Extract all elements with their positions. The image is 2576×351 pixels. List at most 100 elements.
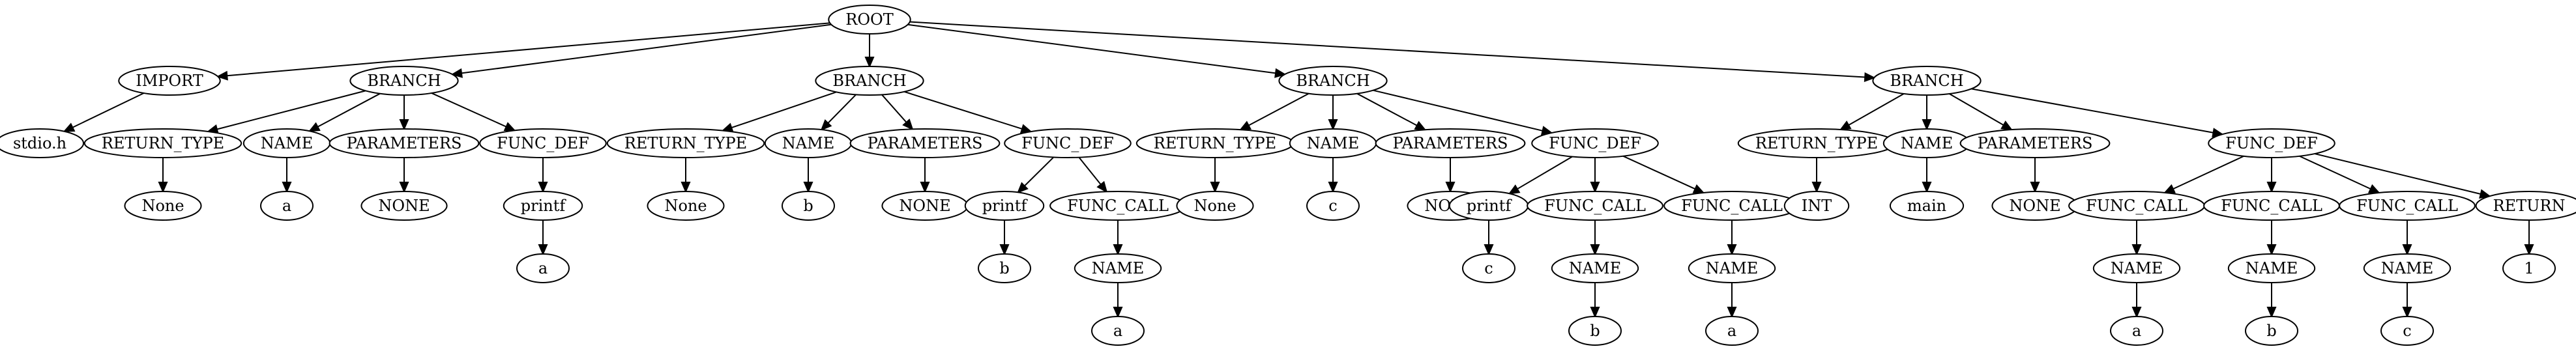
edge-line (2173, 155, 2244, 190)
tree-node-name: NAME (764, 128, 853, 158)
tree-node-a: a (260, 191, 314, 221)
node-label: NAME (1901, 134, 1953, 152)
node-ellipse (1091, 316, 1145, 346)
tree-edge-arrow (216, 22, 830, 81)
arrowhead-icon (538, 182, 548, 193)
node-ellipse (1568, 316, 1622, 346)
tree-edge-arrow (681, 158, 691, 193)
tree-edge-arrow (1445, 158, 1456, 193)
tree-edge-arrow (158, 158, 168, 193)
node-ellipse (360, 191, 448, 221)
node-ellipse (2363, 253, 2452, 283)
tree-node-none: None (124, 191, 202, 221)
tree-node-func-def: FUNC_DEF (1004, 128, 1132, 158)
tree-edge-arrow (1590, 158, 1600, 193)
node-label: FUNC_DEF (1021, 134, 1114, 152)
tree-edge-arrow (907, 23, 1287, 78)
arrowhead-icon (399, 182, 409, 193)
tree-node-branch: BRANCH (1278, 66, 1388, 96)
node-ellipse (479, 128, 607, 158)
edge-line (461, 23, 832, 74)
tree-node-printf: printf (503, 191, 583, 221)
tree-edge-arrow (282, 158, 292, 193)
arrowhead-icon (450, 68, 463, 78)
tree-edge-arrow (2163, 155, 2244, 194)
node-ellipse (964, 191, 1045, 221)
tree-node-func-call: FUNC_CALL (2068, 191, 2205, 221)
node-label: a (1727, 322, 1736, 340)
tree-node-branch: BRANCH (815, 66, 924, 96)
edge-line (216, 90, 366, 130)
node-label: INT (1802, 197, 1832, 215)
tree-edge-arrow (903, 91, 1032, 133)
node-label: None (664, 197, 707, 215)
node-ellipse (1527, 191, 1663, 221)
edge-line (1622, 155, 1696, 190)
node-ellipse (503, 191, 583, 221)
tree-node-stdio-h: stdio.h (0, 128, 85, 158)
node-label: FUNC_CALL (2086, 197, 2188, 215)
arrowhead-icon (2163, 184, 2176, 194)
node-label: FUNC_CALL (1681, 197, 1783, 215)
tree-node-name: NAME (2227, 253, 2316, 283)
tree-edge-arrow (399, 95, 409, 131)
arrowhead-icon (902, 119, 914, 131)
node-label: PARAMETERS (347, 134, 462, 152)
arrowhead-icon (1238, 120, 1251, 131)
node-label: a (282, 197, 291, 215)
node-label: BRANCH (367, 72, 441, 90)
arrowhead-icon (1508, 184, 1521, 195)
node-label: NAME (782, 134, 834, 152)
arrowhead-icon (1113, 244, 1123, 256)
tree-node-a: a (2110, 316, 2163, 346)
node-ellipse (1551, 253, 1639, 283)
node-label: FUNC_CALL (1544, 197, 1646, 215)
edge-line (827, 94, 856, 124)
node-label: FUNC_CALL (2356, 197, 2458, 215)
node-ellipse (2475, 191, 2576, 221)
tree-node-printf: printf (1448, 191, 1529, 221)
node-ellipse (2092, 253, 2181, 283)
tree-edge-arrow (999, 220, 1010, 256)
node-ellipse (606, 128, 765, 158)
arrowhead-icon (1692, 184, 1705, 194)
tree-edge-arrow (721, 91, 837, 132)
arrowhead-icon (1590, 182, 1600, 193)
tree-node-return: RETURN (2475, 191, 2576, 221)
edge-line (1356, 92, 1418, 126)
tree-node-a: a (1705, 316, 1759, 346)
tree-node-name: NAME (2092, 253, 2181, 283)
arrowhead-icon (2479, 189, 2491, 199)
arrowhead-icon (820, 119, 832, 131)
tree-edge-arrow (1922, 158, 1932, 193)
tree-edge-arrow (538, 158, 548, 193)
node-ellipse (1176, 191, 1254, 221)
node-label: PARAMETERS (1978, 134, 2093, 152)
tree-node-func-call: FUNC_CALL (1049, 191, 1186, 221)
node-label: BRANCH (832, 72, 906, 90)
tree-node-func-call: FUNC_CALL (2339, 191, 2476, 221)
arrowhead-icon (1328, 182, 1338, 193)
tree-node-name: NAME (242, 128, 331, 158)
node-ellipse (1889, 191, 1965, 221)
arrowhead-icon (503, 122, 516, 132)
tree-edge-arrow (909, 21, 1876, 82)
node-label: NAME (2111, 259, 2163, 277)
tree-edge-arrow (1113, 220, 1123, 256)
node-label: b (1590, 322, 1600, 340)
tree-edge-arrow (920, 158, 930, 193)
node-label: None (1193, 197, 1236, 215)
arrowhead-icon (1922, 119, 1932, 131)
arrowhead-icon (2402, 307, 2412, 318)
node-ellipse (1688, 253, 1776, 283)
node-label: b (803, 197, 813, 215)
node-ellipse (1872, 66, 1982, 96)
node-ellipse (2227, 253, 2316, 283)
arrowhead-icon (399, 119, 409, 131)
tree-node-name: NAME (1551, 253, 1639, 283)
arrowhead-icon (1017, 182, 1029, 194)
tree-edge-arrow (1508, 156, 1573, 195)
tree-edge-arrow (1811, 158, 1822, 193)
arrowhead-icon (2402, 244, 2412, 256)
